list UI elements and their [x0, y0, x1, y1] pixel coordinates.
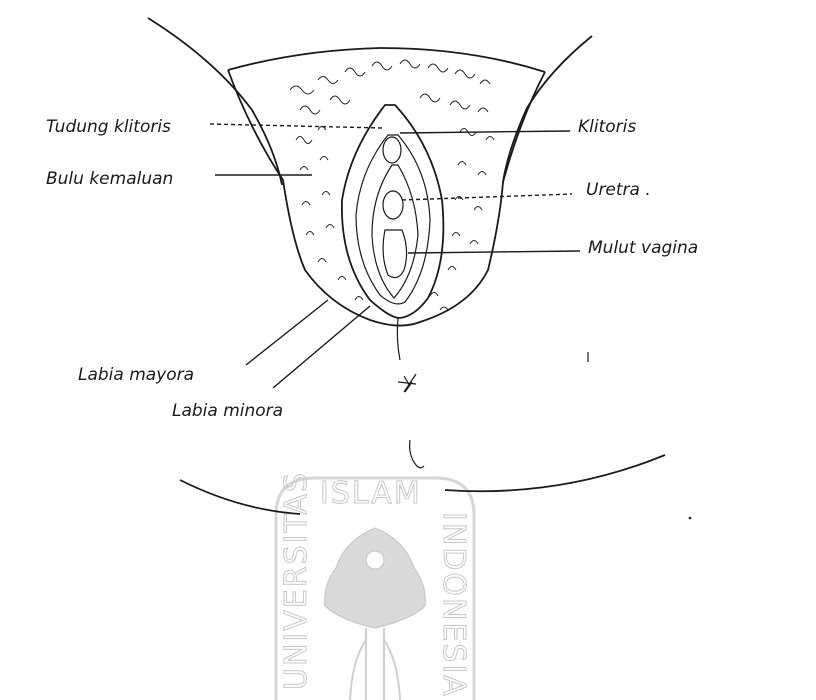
- leader-lines: [210, 124, 580, 388]
- mons-top-line: [228, 48, 545, 72]
- perineum-mark: [398, 374, 416, 392]
- hair-strokes: [290, 60, 494, 310]
- bottom-right-curve: [445, 455, 665, 491]
- watermark-left-text: UNIVERSITAS: [279, 471, 314, 690]
- watermark-emblem-stem: [350, 628, 400, 700]
- leader-labia-minora: [273, 306, 370, 388]
- labels: Tudung klitoris Bulu kemaluan Labia mayo…: [46, 117, 698, 421]
- perineal-raphe: [397, 318, 400, 360]
- urethra-shape: [383, 191, 403, 219]
- leader-labia-mayora: [246, 300, 328, 365]
- anus-mark: [410, 440, 424, 468]
- watermark-right-text: INDONESIA: [436, 512, 471, 698]
- scan-specks: [588, 352, 691, 519]
- left-thigh-line: [148, 18, 282, 185]
- clitoris-shape: [383, 137, 401, 163]
- label-uretra: Uretra .: [586, 180, 651, 200]
- label-klitoris: Klitoris: [578, 117, 636, 137]
- vulva-structures: [342, 105, 444, 360]
- right-thigh-line: [503, 36, 592, 182]
- label-labia-mayora: Labia mayora: [78, 365, 194, 385]
- pubic-hair-region: [228, 48, 545, 326]
- watermark-emblem: [325, 528, 426, 628]
- leader-mulut-vagina: [408, 251, 580, 253]
- label-labia-minora: Labia minora: [172, 401, 283, 421]
- label-mulut-vagina: Mulut vagina: [588, 238, 698, 258]
- leader-tudung-klitoris: [210, 124, 382, 128]
- label-bulu-kemaluan: Bulu kemaluan: [46, 169, 173, 189]
- label-tudung-klitoris: Tudung klitoris: [46, 117, 171, 137]
- watermark-emblem-dot: [366, 551, 384, 569]
- body-contours: [148, 18, 665, 514]
- leader-klitoris: [400, 131, 570, 133]
- watermark-logo: ISLAM UNIVERSITAS INDONESIA: [276, 471, 474, 700]
- watermark-top-text: ISLAM: [320, 476, 422, 511]
- vaginal-opening-shape: [383, 230, 406, 278]
